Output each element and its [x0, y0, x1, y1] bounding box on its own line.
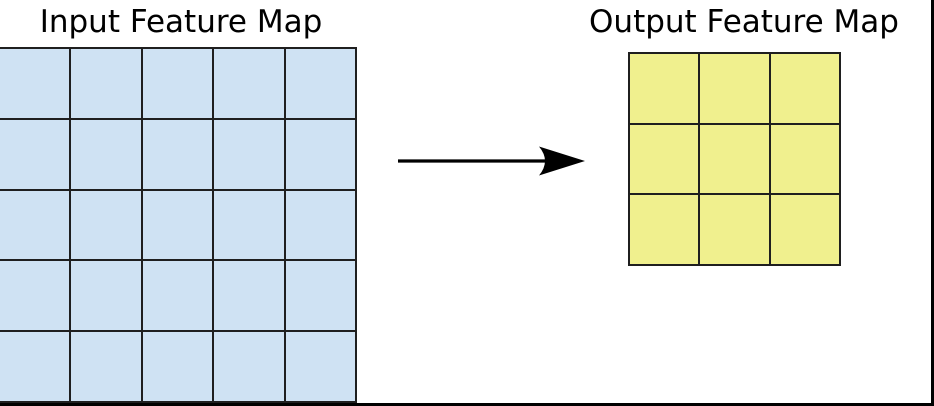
output-map-cell	[630, 195, 699, 264]
input-map-cell	[0, 49, 70, 118]
input-map-cell	[285, 332, 355, 401]
output-feature-map-title: Output Feature Map	[589, 4, 899, 40]
output-feature-map-grid	[628, 52, 841, 266]
input-map-cell	[285, 261, 355, 331]
output-map-cell	[630, 124, 699, 194]
output-map-cell	[770, 54, 839, 123]
input-map-cell	[0, 119, 70, 189]
input-map-cell	[214, 332, 284, 401]
input-map-cell	[142, 49, 213, 118]
input-map-cell	[71, 49, 141, 118]
input-map-cell	[285, 190, 355, 260]
input-map-cell	[142, 332, 213, 401]
input-feature-map-title: Input Feature Map	[39, 4, 323, 40]
input-map-cell	[285, 119, 355, 189]
input-map-cell	[71, 261, 141, 331]
input-map-cell	[214, 49, 284, 118]
output-map-cell	[770, 124, 839, 194]
input-map-cell	[142, 119, 213, 189]
input-map-cell	[0, 261, 70, 331]
input-map-cell	[71, 119, 141, 189]
output-map-cell	[700, 54, 769, 123]
right-arrow-head	[539, 146, 585, 176]
input-map-cell	[285, 49, 355, 118]
input-map-cell	[0, 190, 70, 260]
input-map-cell	[142, 261, 213, 331]
input-map-cell	[214, 190, 284, 260]
output-map-cell	[700, 195, 769, 264]
output-map-cell	[630, 54, 699, 123]
input-map-cell	[71, 332, 141, 401]
input-map-cell	[214, 261, 284, 331]
input-map-cell	[0, 332, 70, 401]
input-map-cell	[71, 190, 141, 260]
output-map-cell	[770, 195, 839, 264]
input-map-cell	[142, 190, 213, 260]
input-feature-map-grid	[0, 47, 357, 403]
output-map-cell	[700, 124, 769, 194]
input-map-cell	[214, 119, 284, 189]
right-arrow-icon	[398, 146, 585, 176]
